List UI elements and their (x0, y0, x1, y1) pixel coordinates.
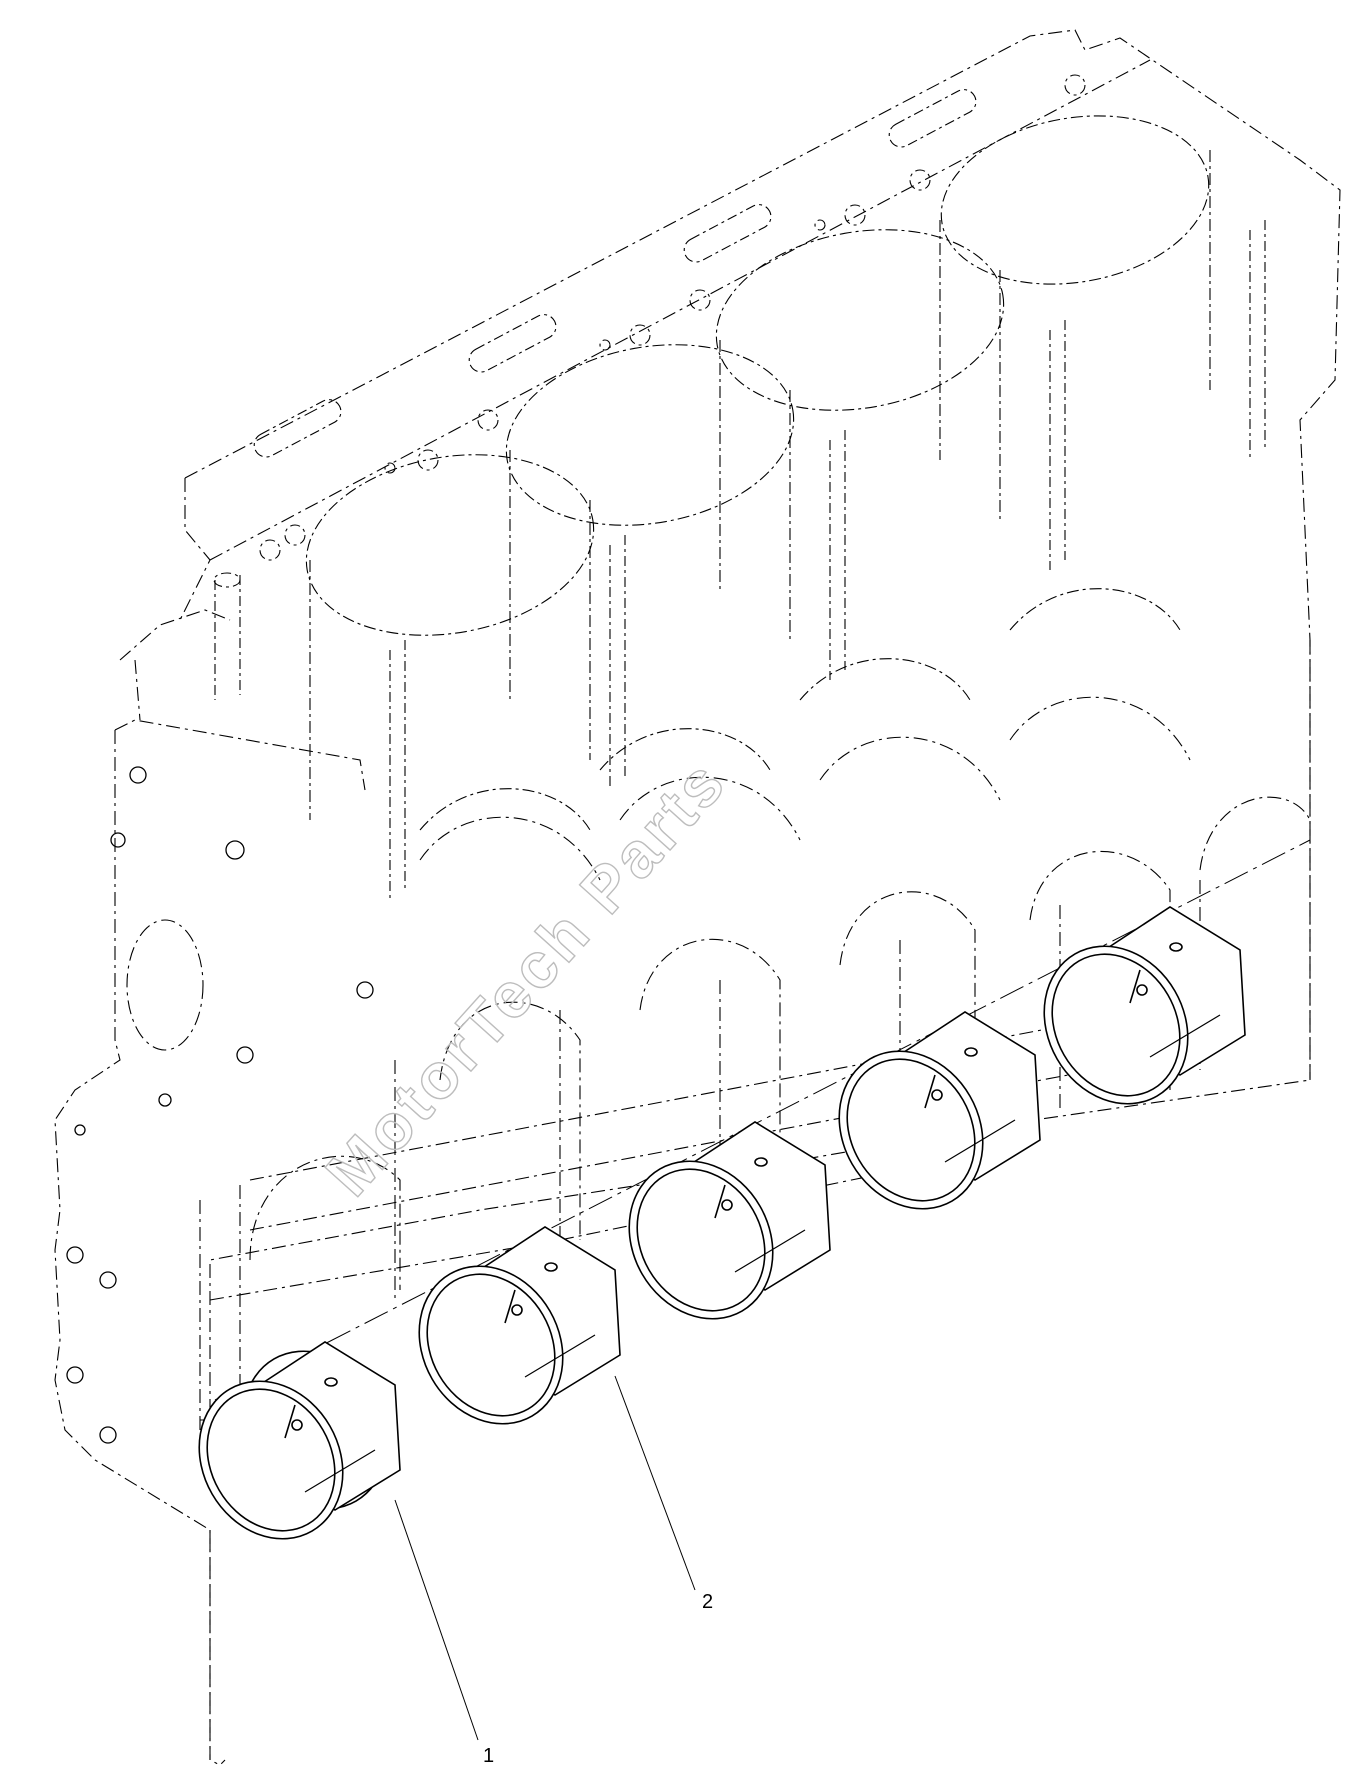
bearing-shell-3[interactable] (601, 1121, 831, 1345)
bearing-shells (171, 906, 1246, 1565)
bearing-shell-4[interactable] (811, 1011, 1041, 1235)
front-plate (54, 730, 211, 1760)
bearing-shell-2[interactable] (391, 1226, 621, 1450)
deck-features (213, 74, 1266, 900)
callout-2: 2 (614, 1375, 713, 1613)
watermark: MotorTech Parts (311, 744, 741, 1210)
leader-line-2 (614, 1375, 696, 1591)
leader-line-1 (394, 1499, 479, 1741)
cylinder-bores (305, 115, 1211, 831)
callout-label-1: 1 (483, 1745, 494, 1767)
bearing-shell-1[interactable] (171, 1325, 415, 1565)
callout-1: 1 (394, 1499, 494, 1767)
bearing-shell-5[interactable] (1016, 906, 1246, 1130)
front-plate-holes (66, 766, 374, 1444)
crankshaft-centerline (214, 839, 1311, 1401)
callout-label-2: 2 (702, 1591, 713, 1613)
svg-text:MotorTech Parts: MotorTech Parts (312, 745, 740, 1210)
